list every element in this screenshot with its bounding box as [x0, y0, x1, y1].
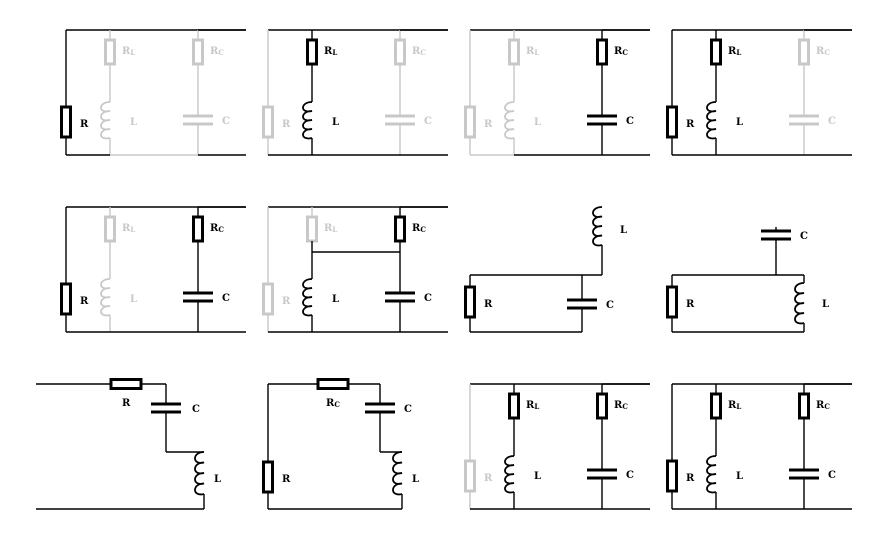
label-r: R [484, 119, 493, 130]
label-rc: RC [816, 46, 830, 57]
label-rc: RC [210, 223, 224, 234]
label-rl: RL [324, 46, 337, 57]
label-r: R [686, 473, 695, 484]
circuit-ladder-RL-L-active: R RL L RC C [262, 29, 448, 156]
label-rc: RC [210, 46, 224, 57]
label-r: R [122, 398, 131, 409]
inductor-icon [706, 455, 717, 494]
label-rl: RL [324, 223, 337, 234]
label-r: R [80, 119, 89, 130]
circuit-R-parallel-C-series-L: L R C [464, 206, 627, 333]
label-rc: RC [614, 46, 628, 57]
label-r: R [484, 473, 493, 484]
label-rc: RC [412, 46, 426, 57]
label-c: C [828, 116, 836, 127]
label-rc: RC [614, 400, 628, 411]
label-c: C [424, 293, 432, 304]
label-l: L [534, 471, 541, 482]
inductor-icon [302, 101, 313, 140]
circuit-ladder-all-active: R RL L RC C [666, 383, 852, 510]
label-rl: RL [728, 400, 741, 411]
label-rl: RL [122, 223, 135, 234]
label-c: C [828, 470, 836, 481]
label-rc: RC [412, 223, 426, 234]
label-l: L [736, 117, 743, 128]
label-r: R [686, 119, 695, 130]
label-r: R [282, 474, 291, 485]
label-rl: RL [526, 400, 539, 411]
label-rl: RL [526, 46, 539, 57]
label-rc: RC [326, 398, 340, 409]
label-r: R [80, 296, 89, 307]
inductor-icon [100, 278, 111, 317]
inductor-icon [194, 451, 205, 496]
label-c: C [424, 116, 432, 127]
inductor-icon [392, 451, 403, 496]
circuit-ladder-R-RL-L-active: R RL L RC C [666, 29, 852, 156]
label-l: L [412, 474, 419, 485]
circuit-ladder-RC-L-C-active: R RL L RC C [262, 206, 448, 333]
label-l: L [534, 117, 541, 128]
label-l: L [736, 471, 743, 482]
label-c: C [800, 231, 808, 242]
inductor-icon [504, 101, 515, 140]
label-l: L [130, 117, 137, 128]
inductor-icon [794, 282, 805, 325]
label-rl: RL [728, 46, 741, 57]
label-rc: RC [816, 400, 830, 411]
inductor-icon [302, 278, 313, 317]
label-l: L [214, 474, 221, 485]
label-l: L [130, 294, 137, 305]
label-c: C [222, 116, 230, 127]
label-r: R [686, 299, 695, 310]
label-c: C [404, 404, 412, 415]
circuit-R-parallel-L-series-C: C R L [666, 227, 829, 333]
circuit-ladder-RC-C-active: R RL L RC C [464, 29, 650, 156]
label-r: R [282, 119, 291, 130]
label-l: L [332, 294, 339, 305]
label-l: L [332, 117, 339, 128]
inductor-icon [504, 455, 515, 494]
circuit-ladder-RL-L-RC-C-active: R RL L RC C [464, 383, 650, 510]
label-c: C [626, 470, 634, 481]
circuit-ladder-R-RC-C-active: R RL L RC C [60, 206, 246, 333]
label-c: C [626, 116, 634, 127]
label-l: L [620, 225, 627, 236]
inductor-icon [592, 206, 603, 247]
label-r: R [282, 296, 291, 307]
label-l: L [822, 299, 829, 310]
inductor-icon [706, 101, 717, 140]
circuit-series-R-C-L: R C L [36, 378, 221, 510]
circuit-ladder-R-active: R RL L RC C [60, 29, 246, 156]
label-c: C [222, 293, 230, 304]
inductor-icon [100, 101, 111, 140]
label-c: C [192, 404, 200, 415]
label-c: C [606, 300, 614, 311]
label-rl: RL [122, 46, 135, 57]
label-r: R [484, 299, 493, 310]
